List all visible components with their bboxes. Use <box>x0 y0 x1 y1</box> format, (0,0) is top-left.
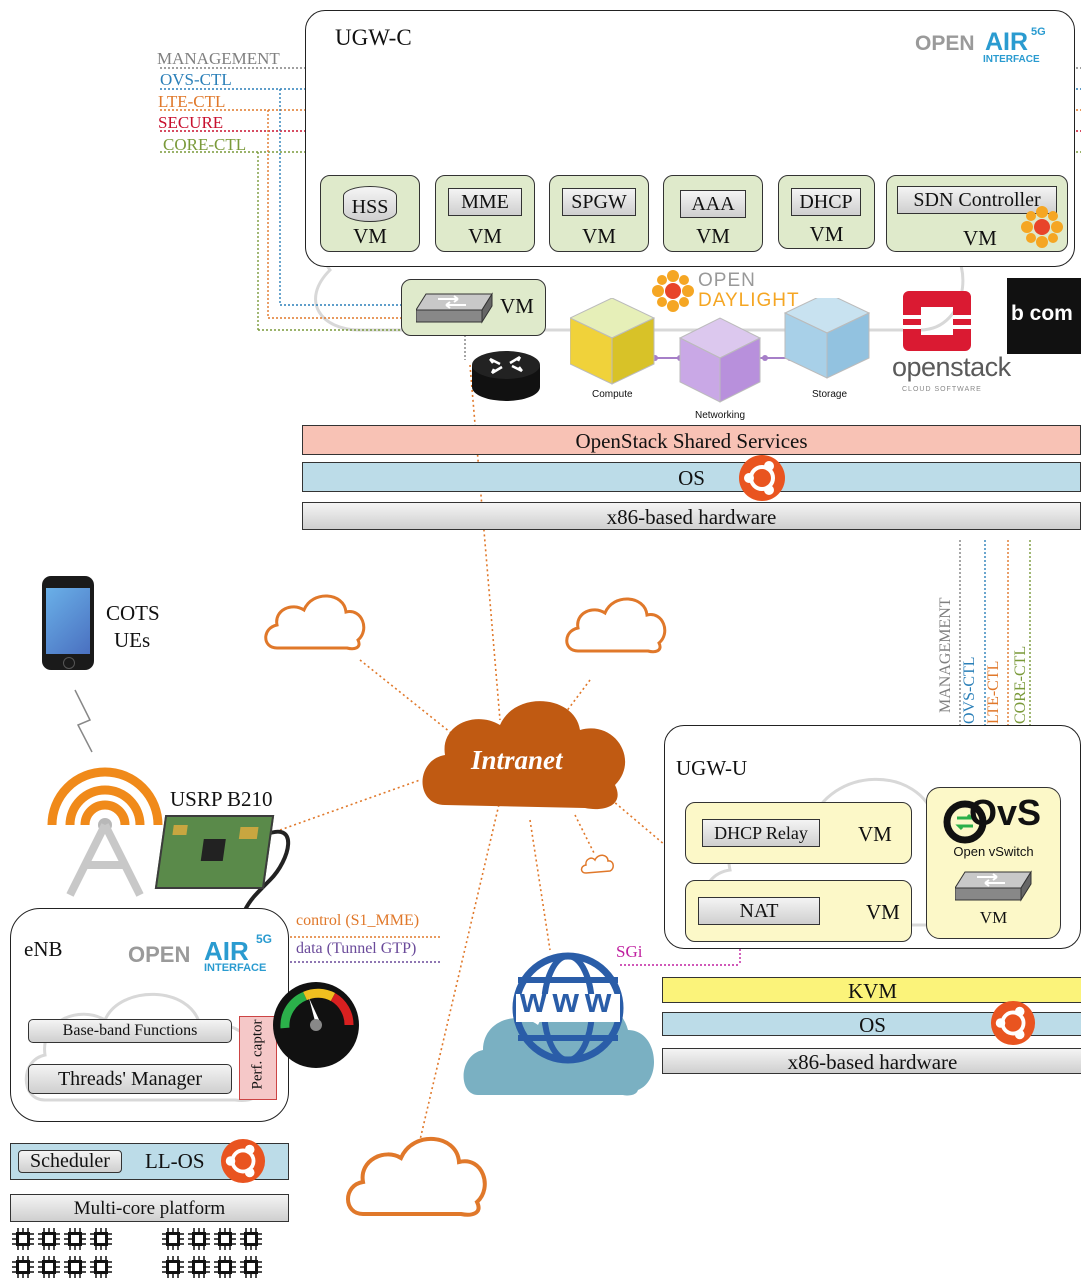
scheduler-label: Scheduler <box>18 1150 122 1173</box>
oai-logo-ugwc: OPEN AIR 5G INTERFACE <box>915 26 1046 65</box>
ugwu-net-label-management: MANAGEMENT <box>937 597 954 713</box>
vm-nat[interactable]: NAT VM <box>685 880 912 942</box>
vm-ovs[interactable]: OvS Open vSwitch VM <box>926 787 1061 939</box>
usrp-board <box>154 815 275 889</box>
opendaylight-text-1: OPEN <box>698 270 756 291</box>
openstack-logo-icon <box>903 291 971 351</box>
perf-captor-label: Perf. captor <box>249 1019 266 1090</box>
cloud-outline-2 <box>565 597 667 654</box>
opendaylight-flower-icon <box>1021 206 1063 248</box>
sgi-label: SGi <box>616 942 643 961</box>
mme-vm-label: VM <box>468 224 502 248</box>
cloud-outline-3 <box>346 1136 487 1217</box>
networking-label: Networking <box>695 410 746 421</box>
bcom-logo-text: b com <box>1011 302 1073 325</box>
net-label-secure: SECURE <box>158 113 224 132</box>
sdn-vm-label: VM <box>963 226 997 250</box>
intranet-label: Intranet <box>471 745 563 775</box>
hss-vm-label: VM <box>353 224 387 248</box>
perf-captor-box: Perf. captor <box>239 1016 277 1100</box>
oai-logo-enb: OPEN AIR 5G INTERFACE <box>128 932 273 974</box>
legend-data: data (Tunnel GTP) <box>296 940 417 957</box>
dhcp-relay-vm-label: VM <box>858 822 892 846</box>
storage-label: Storage <box>812 389 848 400</box>
net-label-lte-ctl: LTE-CTL <box>158 92 226 111</box>
cloud-outline-1 <box>264 594 366 651</box>
www-cloud-icon <box>463 952 655 1096</box>
ugwc-os-bar: OS <box>302 462 1081 492</box>
legend-control: control (S1_MME) <box>296 912 420 929</box>
ovs-vm-label: VM <box>979 908 1008 927</box>
ovs-logo-text: OvS <box>969 792 1042 833</box>
vm-virtual-switch[interactable]: VM <box>401 279 546 336</box>
cots-label: COTS <box>106 601 160 625</box>
baseband-functions-label: Base-band Functions <box>28 1019 232 1043</box>
dhcp-label: DHCP <box>791 188 861 216</box>
net-label-core-ctl: CORE-CTL <box>163 135 247 154</box>
spgw-label: SPGW <box>562 188 636 216</box>
opendaylight-logo-icon <box>652 270 694 312</box>
switch-icon <box>416 292 493 324</box>
gauge-icon <box>273 982 359 1068</box>
bcom-logo: b com <box>1007 278 1081 354</box>
nat-vm-label: VM <box>866 900 900 924</box>
openstack-logo-name: openstack <box>892 352 1011 382</box>
vm-spgw[interactable]: SPGW VM <box>549 175 649 252</box>
vm-dhcp-relay[interactable]: DHCP Relay VM <box>685 802 912 864</box>
ovs-logo-icon <box>943 800 987 844</box>
ovs-switch-icon <box>955 870 1032 902</box>
aaa-vm-label: VM <box>696 224 730 248</box>
ubuntu-icon <box>739 455 785 501</box>
dhcp-vm-label: VM <box>809 222 844 246</box>
multicore-bar: Multi-core platform <box>10 1194 289 1222</box>
vm-dhcp[interactable]: DHCP VM <box>778 175 875 249</box>
ubuntu-icon-enb <box>220 1138 266 1184</box>
ugwc-hw-bar: x86-based hardware <box>302 502 1081 530</box>
ubuntu-icon-ugwu <box>990 1000 1036 1046</box>
openstack-components-diagram <box>570 298 870 403</box>
spgw-vm-label: VM <box>582 224 616 248</box>
ugwc-os-label: OS <box>678 466 705 490</box>
aaa-label: AAA <box>680 190 746 218</box>
openstack-shared-services-bar: OpenStack Shared Services <box>302 425 1081 455</box>
ovs-subtitle: Open vSwitch <box>953 844 1034 859</box>
usrp-label: USRP B210 <box>170 787 273 811</box>
vm-mme[interactable]: MME VM <box>435 175 535 252</box>
enb-title: eNB <box>24 937 63 961</box>
switch-vm-label: VM <box>500 294 534 318</box>
compute-label: Compute <box>592 389 633 400</box>
threads-manager-label: Threads' Manager <box>28 1064 232 1094</box>
ues-label: UEs <box>114 628 151 652</box>
nat-label: NAT <box>698 897 820 925</box>
vm-sdn-controller[interactable]: SDN Controller VM <box>886 175 1068 252</box>
ugwu-net-label-ovs-ctl: OVS-CTL <box>961 656 978 724</box>
openstack-logo-tagline: CLOUD SOFTWARE <box>902 386 982 393</box>
dhcp-relay-label: DHCP Relay <box>702 819 820 847</box>
ugwu-title: UGW-U <box>676 756 748 780</box>
kvm-bar: KVM <box>662 977 1081 1003</box>
llos-label: LL-OS <box>145 1149 205 1173</box>
ugwu-net-label-lte-ctl: LTE-CTL <box>985 660 1002 724</box>
vm-aaa[interactable]: AAA VM <box>663 175 763 252</box>
ugwu-hw-bar: x86-based hardware <box>662 1048 1081 1074</box>
sdn-controller-label: SDN Controller <box>897 186 1057 214</box>
phone-icon <box>42 576 94 670</box>
cloud-outline-small <box>580 854 614 874</box>
intranet-cloud <box>422 701 626 810</box>
hss-label: HSS <box>351 196 389 218</box>
antenna-icon <box>47 767 163 897</box>
hss-db-icon <box>343 186 397 222</box>
ugwu-net-label-core-ctl: CORE-CTL <box>1012 645 1029 724</box>
router-icon <box>472 351 540 401</box>
vm-hss[interactable]: HSS VM <box>320 175 420 252</box>
cpu-chips-icon <box>11 1227 263 1279</box>
opendaylight-text-2: DAYLIGHT <box>698 290 800 311</box>
ugwc-title: UGW-C <box>335 25 412 50</box>
mme-label: MME <box>448 188 522 216</box>
net-label-ovs-ctl: OVS-CTL <box>160 70 232 89</box>
www-label: www <box>520 982 618 1020</box>
net-label-management: MANAGEMENT <box>157 49 280 68</box>
